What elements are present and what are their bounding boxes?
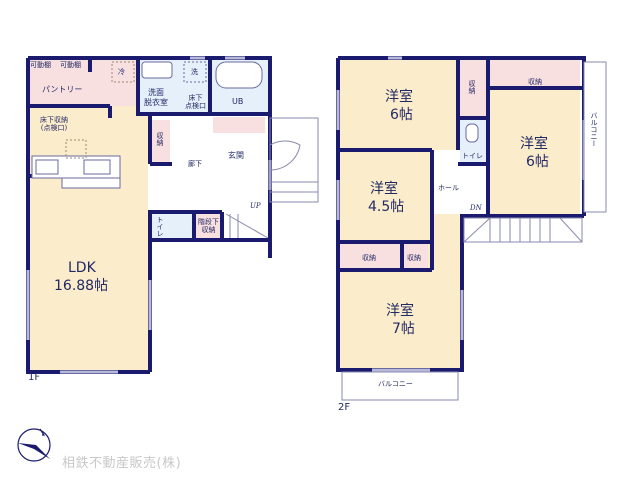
stairs-1f — [225, 213, 269, 239]
room-nw-label: 洋室 — [385, 89, 413, 105]
stove-icon — [35, 159, 59, 175]
room-e-size: 6帖 — [526, 154, 549, 170]
company-name: 相鉄不動産販売(株) — [62, 456, 182, 471]
floor-hatch-mark — [65, 139, 87, 159]
entrance-step — [213, 117, 265, 133]
room-7-label: 洋室 — [386, 303, 414, 319]
ldk-area — [28, 106, 148, 370]
floor-1f-label: 1F — [28, 372, 41, 383]
fridge-mark — [111, 61, 135, 83]
toilet-icon-2f — [465, 123, 479, 143]
floor-2f-label: 2F — [338, 402, 351, 413]
floor-1f — [26, 56, 319, 374]
corridor-label: 廊下 — [188, 160, 202, 168]
hall-label: ホール — [438, 184, 459, 192]
storage-n-area2 — [404, 244, 428, 268]
up-label: UP — [250, 202, 261, 210]
balcony-south-label: バルコニー — [378, 380, 413, 388]
storage-tr-area — [488, 58, 580, 88]
washroom-label: 洗面 脱衣室 — [144, 88, 168, 107]
storage-tr-label: 収納 — [528, 78, 542, 86]
ldk-label: LDK — [68, 260, 96, 276]
room-45-size: 4.5帖 — [368, 199, 405, 215]
balcony-east — [583, 61, 607, 213]
storage-w-label: 収納 — [362, 254, 376, 262]
sink-icon — [83, 159, 111, 175]
shelf-label-1: 可動棚 — [30, 61, 51, 69]
storage-v-area — [460, 58, 486, 118]
bathtub-icon — [215, 61, 263, 89]
toilet-1f-area — [150, 214, 194, 240]
storage-1f-label: 収納 — [156, 132, 164, 146]
storage-n-label: 収納 — [407, 254, 421, 262]
washer-label: 洗 — [191, 68, 198, 76]
storage-v-label: 収納 — [468, 80, 476, 94]
room-7-size: 7帖 — [392, 321, 415, 337]
storage-w-area2 — [340, 244, 400, 268]
washbasin-icon — [141, 61, 173, 79]
room-45-label: 洋室 — [370, 181, 398, 197]
balcony-south — [341, 371, 459, 401]
ub-label: UB — [232, 97, 244, 106]
toilet-1f-label: トイレ — [156, 216, 164, 237]
porch — [269, 117, 319, 203]
storage-1f-area — [152, 120, 170, 162]
room-e-label: 洋室 — [520, 136, 548, 152]
fridge-label: 冷 — [118, 68, 125, 76]
room-45-area — [340, 152, 430, 240]
stairs-2f — [463, 217, 583, 243]
room-nw-area — [340, 58, 458, 150]
underfloor-storage-label: 床下収納 (点検口) — [40, 116, 68, 132]
room-e-area — [490, 90, 580, 214]
dn-label: DN — [470, 204, 482, 212]
stair-storage-area — [196, 214, 222, 240]
floor-2f — [336, 56, 607, 401]
floor-hatch-label: 床下 点検口 — [185, 94, 206, 110]
shelf-label-2: 可動棚 — [60, 61, 81, 69]
stair-storage-label: 階段下 収納 — [198, 218, 219, 234]
room-nw-size: 6帖 — [390, 107, 413, 123]
entrance-label: 玄関 — [228, 151, 244, 160]
ldk-size: 16.88帖 — [54, 278, 109, 294]
compass-logo-icon — [17, 428, 51, 462]
dining-counter — [61, 177, 121, 189]
pantry-label: パントリー — [42, 85, 83, 94]
hall-door-area — [434, 214, 460, 244]
balcony-east-label: バルコニー — [590, 112, 598, 147]
washer-mark — [183, 61, 207, 83]
toilet-2f-label: トイレ — [462, 152, 483, 160]
